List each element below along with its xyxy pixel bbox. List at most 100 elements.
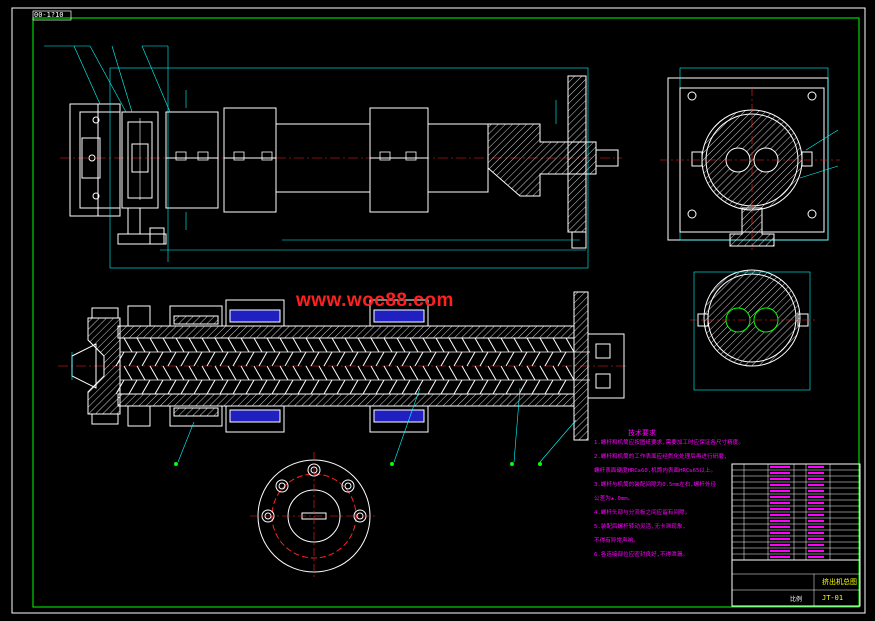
- screw-flight: [539, 365, 549, 381]
- title-block-cell-text: [770, 472, 790, 474]
- screw-flight: [149, 365, 159, 381]
- screw-flight: [414, 379, 424, 395]
- bearing-block-2-top: [373, 309, 425, 323]
- screw-flight: [505, 351, 515, 367]
- screw-flight: [422, 365, 432, 381]
- screw-flight: [232, 379, 242, 395]
- screw-flight: [552, 365, 562, 381]
- screw-flight: [513, 365, 523, 381]
- screw-flight: [240, 365, 250, 381]
- screw-flight: [435, 337, 445, 353]
- title-block-cell-text: [808, 538, 824, 540]
- screw-flight: [453, 351, 463, 367]
- screw-flight: [240, 337, 250, 353]
- tech-requirement-line: 1.螺杆和机筒应按图纸要求,需要加工时应保证各尺寸精度。: [594, 440, 744, 446]
- screw-flight: [136, 365, 146, 381]
- screw-flight: [141, 379, 151, 395]
- screw-flight: [123, 337, 133, 353]
- screw-flight: [526, 365, 536, 381]
- screw-flight: [518, 379, 528, 395]
- title-block-cell-text: [770, 520, 790, 522]
- screw-flight: [362, 351, 372, 367]
- screw-flight: [188, 337, 198, 353]
- title-block-cell-text: [770, 532, 790, 534]
- title-block-cell-text: [770, 496, 790, 498]
- screw-flight: [219, 351, 229, 367]
- screw-flight: [266, 337, 276, 353]
- screw-flight: [487, 337, 497, 353]
- screw-flight: [206, 351, 216, 367]
- title-block-cell-text: [808, 490, 824, 492]
- screw-flight: [487, 365, 497, 381]
- die-head: [87, 317, 121, 415]
- screw-flight: [565, 337, 575, 353]
- screw-flight: [180, 379, 190, 395]
- screw-flight: [435, 365, 445, 381]
- title-block-cell-text: [770, 538, 790, 540]
- screw-flight: [401, 351, 411, 367]
- screw-flight: [344, 365, 354, 381]
- screw-flight: [175, 337, 185, 353]
- title-block-cell-text: [808, 484, 824, 486]
- screw-flight: [409, 365, 419, 381]
- tech-requirement-line: 3.螺杆与机筒的装配间隙为0.5mm左右,螺杆外径: [594, 482, 717, 488]
- title-block-cell-text: [808, 478, 824, 480]
- title-block-cell-text: [808, 532, 824, 534]
- frame-code-box: [32, 10, 72, 21]
- screw-flight: [297, 351, 307, 367]
- bearing-block-2-bottom: [373, 409, 425, 423]
- screw-flight: [557, 379, 567, 395]
- screw-flight: [370, 365, 380, 381]
- screw-flight: [357, 365, 367, 381]
- tech-requirement-line: 2.螺杆和机筒的工作表面应经氮化处理后再进行研磨,: [594, 454, 728, 460]
- bearing-block-1-top: [229, 309, 281, 323]
- die-plate-view: [250, 452, 378, 580]
- screw-flight: [531, 379, 541, 395]
- screw-flight: [383, 337, 393, 353]
- screw-flight: [253, 365, 263, 381]
- title-block-cell-text: [770, 544, 790, 546]
- outer-border: [11, 7, 866, 614]
- screw-flight: [479, 351, 489, 367]
- title-block-cell-text: [808, 550, 824, 552]
- screw-flight: [115, 351, 125, 367]
- screw-flight: [409, 337, 419, 353]
- screw-flight: [448, 337, 458, 353]
- screw-flight: [154, 351, 164, 367]
- title-block-cell-text: [808, 514, 824, 516]
- screw-flight: [123, 365, 133, 381]
- title-block-cell-text: [770, 490, 790, 492]
- screw-flight: [193, 351, 203, 367]
- screw-flight: [245, 379, 255, 395]
- screw-flight: [305, 337, 315, 353]
- screw-flight: [461, 337, 471, 353]
- screw-flight: [253, 337, 263, 353]
- screw-flight: [336, 379, 346, 395]
- screw-flight: [552, 337, 562, 353]
- screw-flight: [336, 351, 346, 367]
- title-block-cell-text: [808, 496, 824, 498]
- screw-flight: [466, 379, 476, 395]
- section-view-extruder: [58, 291, 628, 466]
- screw-flight: [206, 379, 216, 395]
- drawing-number: JT-01: [822, 594, 844, 602]
- screw-flight: [279, 365, 289, 381]
- screw-flight: [427, 351, 437, 367]
- end-view-flange: [660, 67, 840, 250]
- tech-requirement-line: 6.各连接部位应密封良好,不得泄漏。: [594, 552, 689, 558]
- drawing-name: 挤出机总图: [822, 578, 857, 586]
- watermark-text: www.woc88.com: [296, 290, 454, 311]
- screw-flight: [284, 351, 294, 367]
- tech-requirement-line: 螺杆表面硬度HRC≥60,机筒内表面HRC≥65以上。: [594, 468, 717, 474]
- screw-flight: [323, 351, 333, 367]
- screw-flight: [500, 337, 510, 353]
- screw-flight: [162, 365, 172, 381]
- title-block-cell-text: [808, 556, 824, 558]
- screw-flight: [461, 365, 471, 381]
- screw-flight: [245, 351, 255, 367]
- screw-flight: [331, 365, 341, 381]
- screw-flight: [557, 351, 567, 367]
- screw-flight: [279, 337, 289, 353]
- screw-flight: [310, 379, 320, 395]
